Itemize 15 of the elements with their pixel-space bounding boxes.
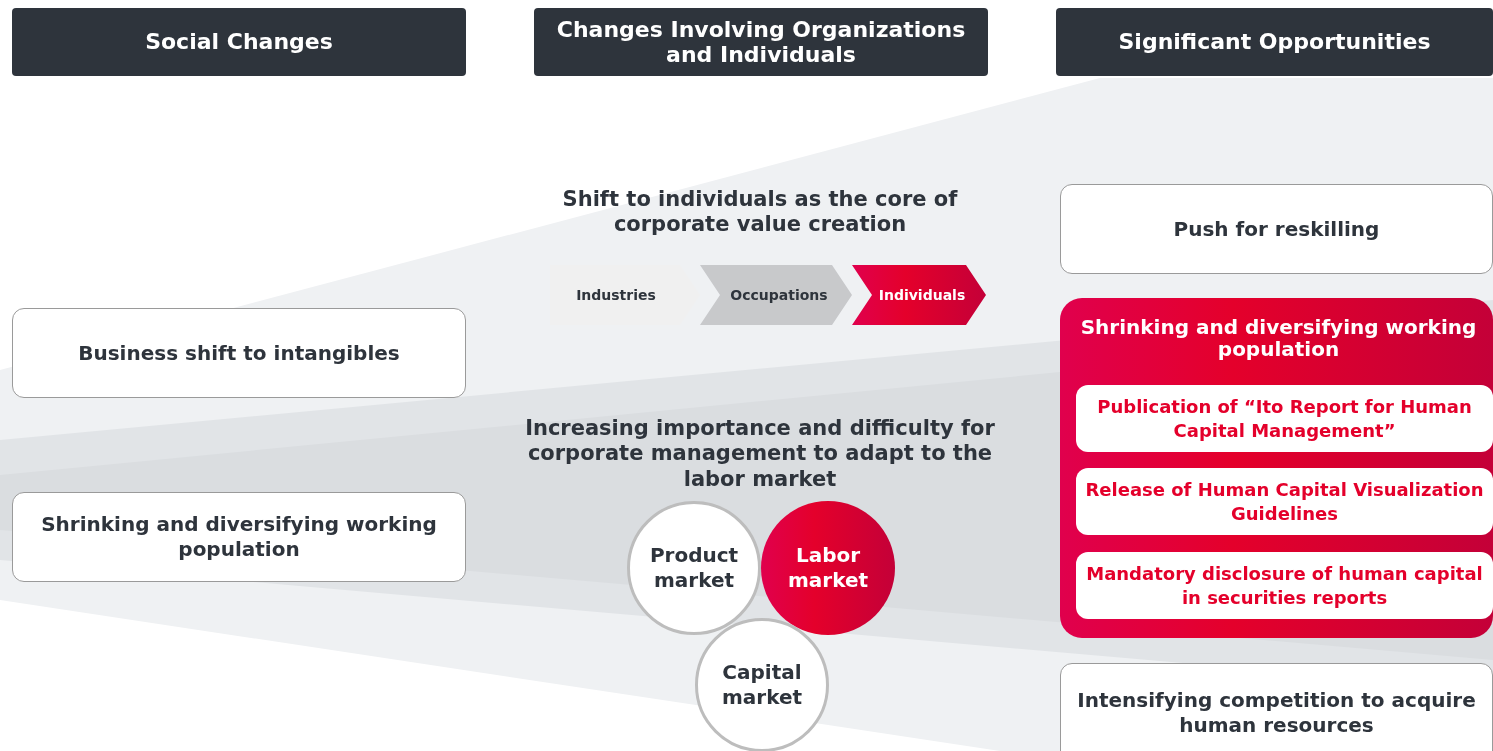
text-box: Intensifying competition to acquire human resources	[1060, 663, 1493, 751]
panel-title: Shrinking and diversifying working population	[1079, 316, 1478, 360]
text-box: Mandatory disclosure of human capital in securities reports	[1076, 552, 1493, 619]
market-circle: Capital market	[695, 618, 829, 751]
header-bar: Social Changes	[12, 8, 466, 76]
text-box: Push for reskilling	[1060, 184, 1493, 274]
section-heading: Shift to individuals as the core of corporate value creation	[561, 185, 959, 238]
text-box: Publication of “Ito Report for Human Capital Management”	[1076, 385, 1493, 452]
highlight-panel	[1060, 298, 1493, 638]
text-box: Business shift to intangibles	[12, 308, 466, 398]
header-bar: Changes Involving Organizations and Individuals	[534, 8, 988, 76]
text-box: Release of Human Capital Visualization Guidelines	[1076, 468, 1493, 535]
section-heading: Increasing importance and difficulty for corporate management to adapt to the labor market	[524, 415, 996, 493]
header-bar: Significant Opportunities	[1056, 8, 1493, 76]
text-box: Shrinking and diversifying working population	[12, 492, 466, 582]
